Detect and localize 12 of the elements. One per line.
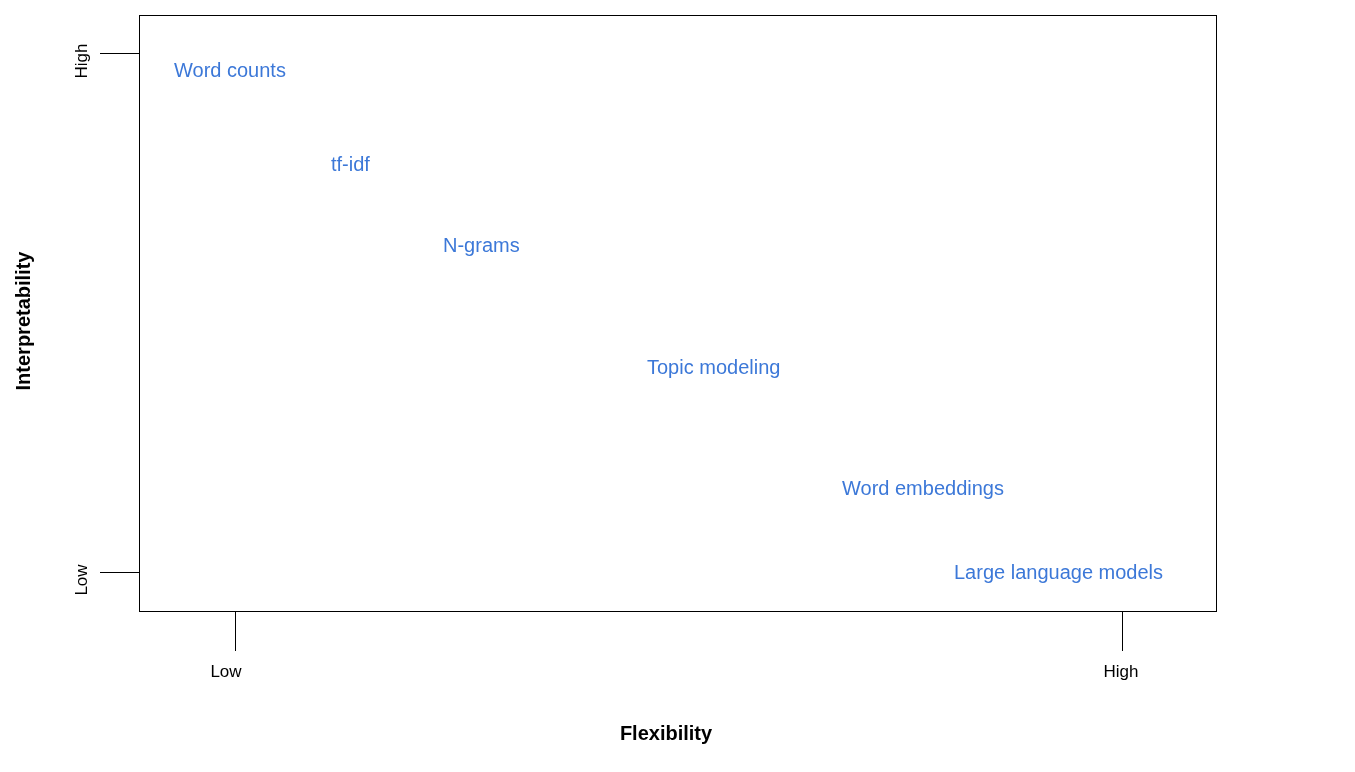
- axis-tick-label: High: [1103, 662, 1139, 682]
- axis-title: Flexibility: [619, 721, 713, 745]
- axis-title: Interpretability: [11, 251, 35, 391]
- method-label: Topic modeling: [647, 355, 781, 379]
- method-label: Word counts: [174, 58, 286, 82]
- method-label: tf-idf: [331, 152, 370, 176]
- axis-tick-label: High: [72, 43, 92, 79]
- axis-tick-label: Low: [72, 564, 92, 596]
- axis-tick-label: Low: [210, 662, 242, 682]
- method-label: N-grams: [443, 233, 520, 257]
- method-label: Large language models: [954, 560, 1164, 584]
- method-label: Word embeddings: [842, 476, 1004, 500]
